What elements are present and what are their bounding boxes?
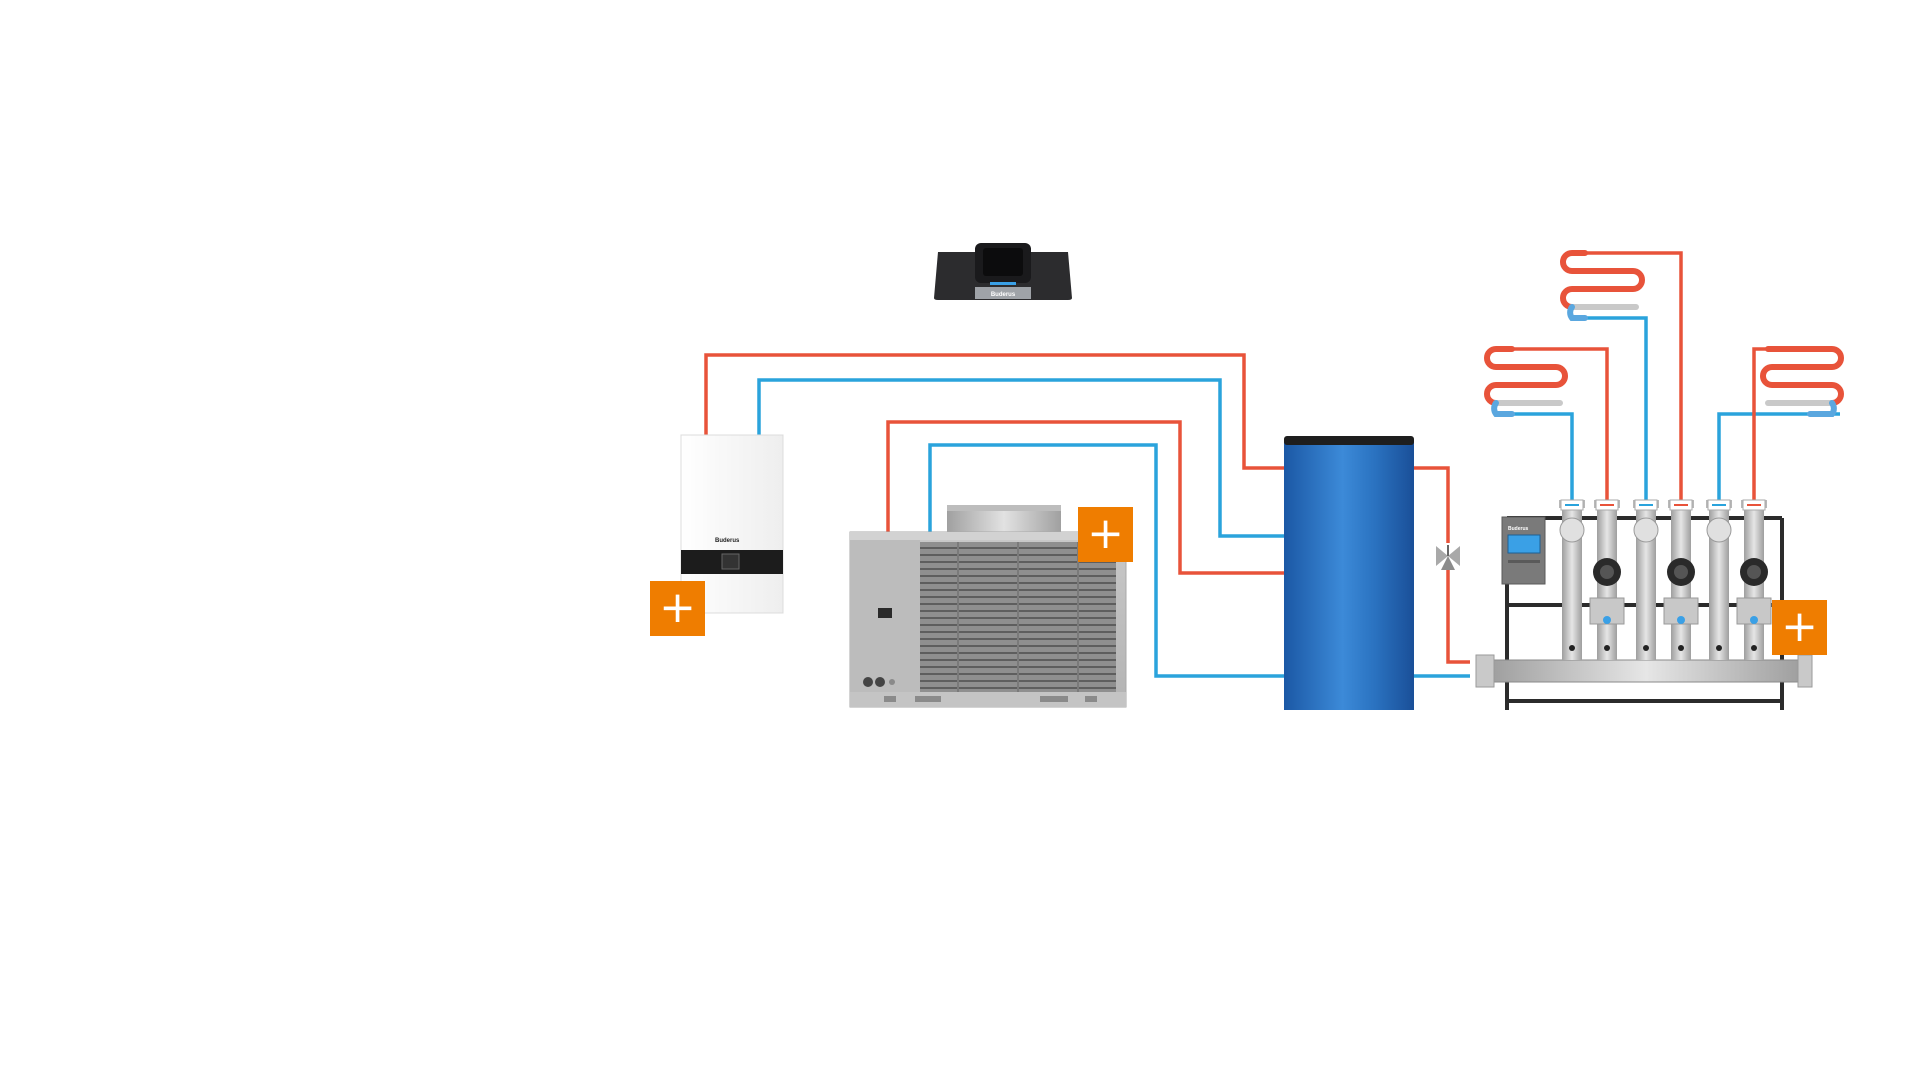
pump-station: Buderus	[1475, 499, 1813, 710]
circuit-1-return-pipe	[1512, 412, 1574, 504]
boiler-flow-pipe	[704, 353, 1284, 470]
boiler-logo: Buderus	[715, 538, 740, 544]
underfloor-loop-1	[1484, 346, 1568, 417]
pump-group-2	[1633, 499, 1699, 660]
plus-icon: +	[659, 582, 696, 633]
hotspot-pump-station[interactable]: +	[1772, 600, 1827, 655]
underfloor-loop-3	[1760, 346, 1844, 417]
air-source-heat-pump	[849, 505, 1127, 708]
buffer-storage-tank	[1284, 436, 1414, 710]
tank-to-station-flow-pipe	[1414, 466, 1470, 664]
three-way-valve-icon	[1434, 543, 1462, 570]
circuit-2-return-pipe	[1585, 316, 1648, 504]
pump-station-logo: Buderus	[1508, 526, 1529, 532]
circuit-1-flow-pipe	[1512, 347, 1609, 504]
plus-icon: +	[1087, 508, 1124, 559]
room-controller-icon: Buderus	[934, 243, 1072, 300]
hotspot-heat-pump[interactable]: +	[1078, 507, 1133, 562]
plus-icon: +	[1781, 601, 1818, 652]
circuit-3-flow-pipe	[1752, 347, 1768, 504]
boiler-return-pipe	[757, 378, 1284, 538]
circuit-2-flow-pipe	[1585, 251, 1683, 504]
circuit-3-return-pipe	[1717, 412, 1840, 504]
controller-logo: Buderus	[991, 292, 1016, 298]
heatpump-return-pipe	[928, 443, 1284, 678]
pump-group-1	[1559, 499, 1625, 660]
underfloor-loop-2	[1560, 250, 1645, 321]
hotspot-gas-boiler[interactable]: +	[650, 581, 705, 636]
circuit-pipes	[1512, 251, 1840, 504]
heatpump-flow-pipe	[886, 420, 1284, 575]
pump-group-3	[1706, 499, 1772, 660]
